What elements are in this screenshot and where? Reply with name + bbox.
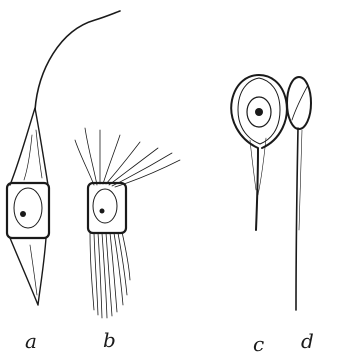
cell-b-nucleolus [100, 209, 105, 214]
cell-d-stalk [296, 128, 298, 310]
cell-d-inner [292, 85, 308, 120]
cell-c-nucleolus [255, 108, 263, 116]
cell-b [75, 128, 180, 318]
cell-b-upper-cilia [75, 128, 180, 187]
cell-d [287, 77, 311, 310]
cell-a-upper-body [10, 108, 48, 185]
cell-a-nucleolus [20, 211, 26, 217]
cell-b-nucleus [93, 189, 117, 223]
label-b: b [103, 330, 116, 350]
cell-b-lower-cilia [90, 232, 130, 318]
label-d: d [301, 331, 314, 351]
label-c: c [253, 334, 264, 354]
cell-d-stalk-shading [299, 130, 302, 230]
cell-c [231, 75, 287, 230]
cell-a-lower-body [10, 238, 46, 305]
cell-a [7, 11, 120, 305]
cell-a-nucleus-box [7, 183, 49, 238]
cell-b-nucleus-box [88, 183, 126, 233]
label-a: a [25, 331, 37, 351]
cell-a-nucleus [14, 188, 42, 228]
cell-a-flagellum [35, 11, 120, 110]
